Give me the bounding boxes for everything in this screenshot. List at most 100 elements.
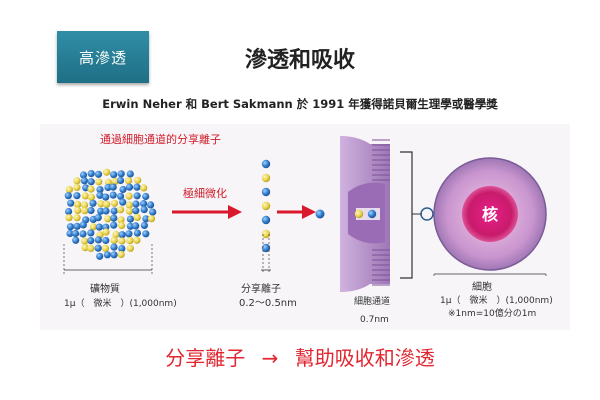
cluster-ion bbox=[112, 230, 120, 239]
cluster-ion bbox=[110, 236, 118, 244]
cluster-ion bbox=[65, 207, 73, 216]
cluster-ion bbox=[101, 244, 110, 252]
cluster-ion bbox=[117, 192, 125, 200]
cluster-ion bbox=[97, 200, 105, 208]
cluster-ion bbox=[117, 176, 125, 185]
cluster-ion bbox=[74, 206, 82, 214]
channel-arrow bbox=[277, 205, 316, 219]
cluster-ion bbox=[126, 222, 134, 230]
cluster-ion bbox=[81, 201, 89, 209]
cluster-ion bbox=[125, 201, 133, 209]
cluster-ion bbox=[72, 236, 80, 244]
cluster-ion bbox=[96, 186, 104, 194]
cluster-ion bbox=[104, 183, 112, 192]
cluster-ion bbox=[125, 230, 133, 238]
column-ion bbox=[261, 173, 271, 183]
cluster-ion bbox=[140, 200, 148, 208]
ion-name: 分享離子 bbox=[241, 284, 281, 295]
channel-size: 0.7nm bbox=[360, 315, 389, 325]
cluster-ion bbox=[87, 185, 95, 193]
cluster-ion bbox=[104, 178, 112, 186]
cluster-ion bbox=[73, 214, 81, 222]
cluster-ion bbox=[87, 237, 95, 245]
cluster-ion bbox=[111, 177, 119, 185]
cluster-ion bbox=[132, 207, 140, 215]
cluster-ion bbox=[87, 178, 95, 186]
cluster-ion bbox=[126, 170, 134, 178]
cluster-ion bbox=[149, 208, 157, 216]
cluster-ion bbox=[133, 213, 141, 221]
cluster-ion bbox=[110, 214, 118, 222]
cluster-ion bbox=[66, 229, 74, 238]
cluster-ion bbox=[140, 184, 148, 192]
cluster-ion bbox=[65, 186, 73, 194]
column-ion bbox=[261, 215, 271, 225]
cluster-ion bbox=[147, 215, 156, 223]
topic-badge: 高滲透 bbox=[57, 31, 149, 83]
nobel-subtitle: Erwin Neher 和 Bert Sakmann 於 1991 年獲得諾貝爾… bbox=[102, 97, 498, 111]
cluster-ion bbox=[104, 215, 112, 223]
cluster-ion bbox=[94, 214, 102, 222]
zoom-marker bbox=[420, 207, 434, 221]
arrow-caption: 極細微化 bbox=[183, 187, 227, 200]
nucleus-label: 核 bbox=[482, 205, 498, 224]
mineral-size: 1μ（ 微米 ）(1,000nm) bbox=[64, 299, 177, 309]
cluster-ion bbox=[102, 228, 110, 236]
cluster-ion bbox=[147, 201, 155, 209]
cluster-ion bbox=[97, 207, 105, 215]
cluster-ion bbox=[65, 214, 73, 222]
cluster-ion bbox=[79, 221, 87, 229]
cluster-ion bbox=[81, 237, 89, 245]
cluster-ion bbox=[109, 183, 117, 191]
cluster-ion bbox=[73, 183, 81, 191]
cluster-ion bbox=[125, 192, 133, 200]
cluster-ion bbox=[87, 170, 95, 178]
cluster-ion bbox=[81, 244, 89, 252]
ion-column bbox=[261, 159, 271, 253]
cluster-ion bbox=[133, 236, 141, 244]
column-ion bbox=[261, 243, 271, 253]
cluster-ion bbox=[73, 222, 81, 230]
conclusion-right: 幫助吸收和滲透 bbox=[294, 346, 435, 370]
cluster-ion bbox=[117, 216, 125, 224]
cluster-ion bbox=[133, 229, 141, 237]
page-title: 滲透和吸收 bbox=[244, 48, 355, 73]
cluster-ion bbox=[80, 177, 88, 185]
cluster-ion bbox=[132, 200, 140, 208]
cluster-ion bbox=[118, 221, 126, 230]
cluster-ion bbox=[125, 177, 133, 185]
cluster-ion bbox=[109, 191, 117, 199]
mineral-name: 礦物質 bbox=[90, 284, 120, 295]
cluster-ion bbox=[66, 223, 75, 231]
cluster-ion bbox=[73, 177, 81, 185]
cluster-ion bbox=[64, 192, 72, 200]
column-ion bbox=[261, 159, 271, 169]
cluster-ion bbox=[118, 237, 126, 245]
cell-membrane-channel bbox=[340, 136, 390, 292]
unit-note: ※1nm=10億分の1m bbox=[448, 309, 537, 319]
cluster-caption: 通過細胞通道的分享離子 bbox=[100, 133, 221, 146]
column-ion bbox=[261, 201, 271, 211]
cluster-ion bbox=[87, 244, 95, 252]
cluster-ion bbox=[126, 244, 134, 252]
cluster-ion bbox=[79, 171, 88, 179]
cluster-ion bbox=[96, 252, 104, 260]
cluster-ion bbox=[110, 207, 118, 215]
cluster-ion bbox=[125, 183, 134, 191]
cluster-ion bbox=[118, 245, 126, 253]
cluster-ion bbox=[102, 236, 110, 245]
cluster-ion bbox=[142, 215, 150, 223]
channel-yellow-ion bbox=[354, 209, 364, 219]
cluster-ion bbox=[81, 192, 89, 200]
cluster-ion bbox=[87, 193, 96, 201]
cluster-ion bbox=[117, 250, 125, 259]
cluster-ion bbox=[67, 199, 75, 207]
cluster-ion bbox=[102, 193, 110, 201]
cluster-ion bbox=[81, 207, 89, 215]
conclusion-arrow: → bbox=[261, 346, 279, 370]
dimension-lines bbox=[64, 269, 546, 275]
cluster-ion bbox=[79, 230, 87, 238]
cluster-ion bbox=[133, 183, 141, 191]
cell-size: 1μ（ 微米 ）(1,000nm) bbox=[440, 296, 553, 306]
cluster-ion bbox=[134, 176, 142, 184]
